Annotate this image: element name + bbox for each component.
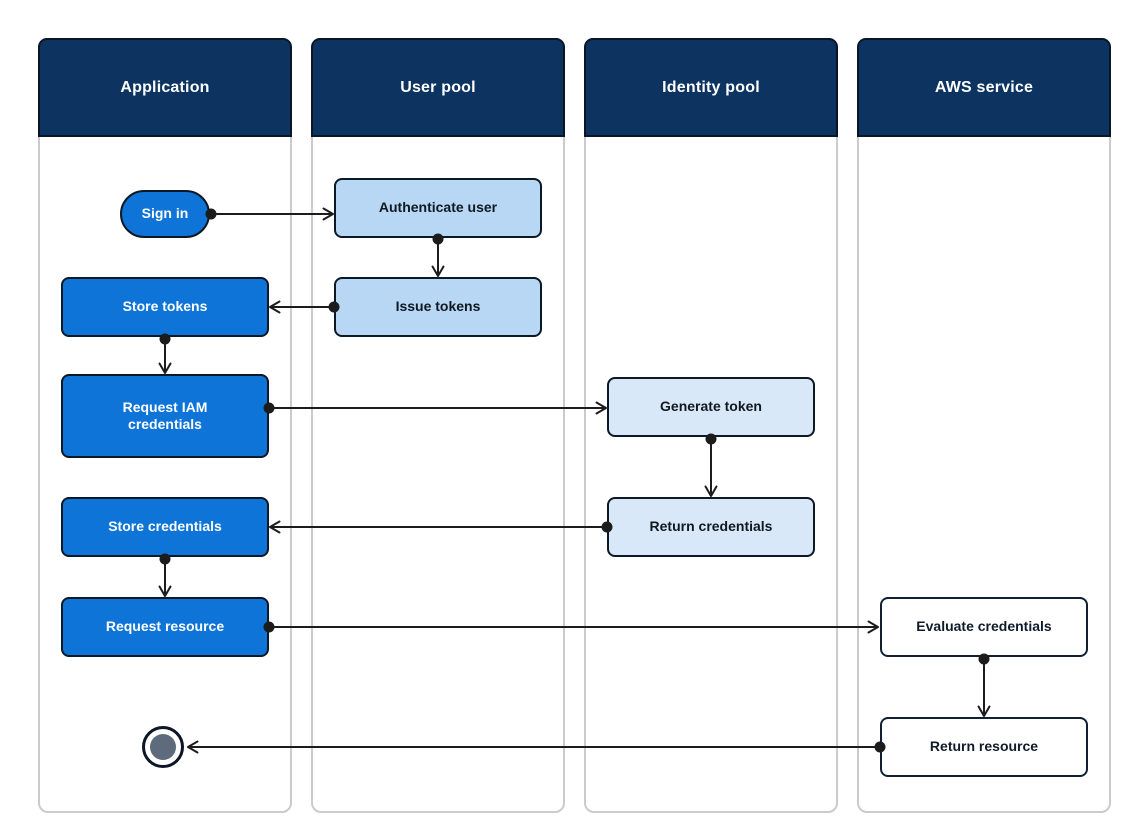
node-return-credentials: Return credentials xyxy=(607,497,815,557)
lane-title: User pool xyxy=(400,78,476,96)
node-label: Store tokens xyxy=(122,298,208,315)
lane-header-aws-service: AWS service xyxy=(857,38,1111,137)
node-label: Evaluate credentials xyxy=(916,618,1052,635)
node-label: Generate token xyxy=(660,398,762,415)
node-request-resource: Request resource xyxy=(61,597,269,657)
node-label: Issue tokens xyxy=(395,298,481,315)
node-return-resource: Return resource xyxy=(880,717,1088,777)
lane-header-application: Application xyxy=(38,38,292,137)
node-store-credentials: Store credentials xyxy=(61,497,269,557)
node-label: Authenticate user xyxy=(378,199,498,216)
node-sign-in-start: Sign in xyxy=(120,190,210,238)
node-label: Return credentials xyxy=(649,518,773,535)
node-request-iam-credentials: Request IAM credentials xyxy=(61,374,269,458)
lane-header-user-pool: User pool xyxy=(311,38,565,137)
node-authenticate-user: Authenticate user xyxy=(334,178,542,238)
lane-header-identity-pool: Identity pool xyxy=(584,38,838,137)
node-label: Request IAM credentials xyxy=(122,398,208,433)
node-label: Request resource xyxy=(105,618,225,635)
node-end-state xyxy=(142,726,184,768)
node-generate-token: Generate token xyxy=(607,377,815,437)
node-evaluate-credentials: Evaluate credentials xyxy=(880,597,1088,657)
node-label: Sign in xyxy=(141,205,189,222)
node-issue-tokens: Issue tokens xyxy=(334,277,542,337)
end-state-inner-circle xyxy=(150,734,176,760)
lane-title: AWS service xyxy=(934,78,1034,96)
lane-title: Application xyxy=(120,78,210,96)
node-label: Return resource xyxy=(929,738,1039,755)
lane-user-pool: User pool xyxy=(311,38,565,813)
node-label: Store credentials xyxy=(108,518,222,535)
node-store-tokens: Store tokens xyxy=(61,277,269,337)
lane-aws-service: AWS service xyxy=(857,38,1111,813)
lane-title: Identity pool xyxy=(662,78,760,96)
